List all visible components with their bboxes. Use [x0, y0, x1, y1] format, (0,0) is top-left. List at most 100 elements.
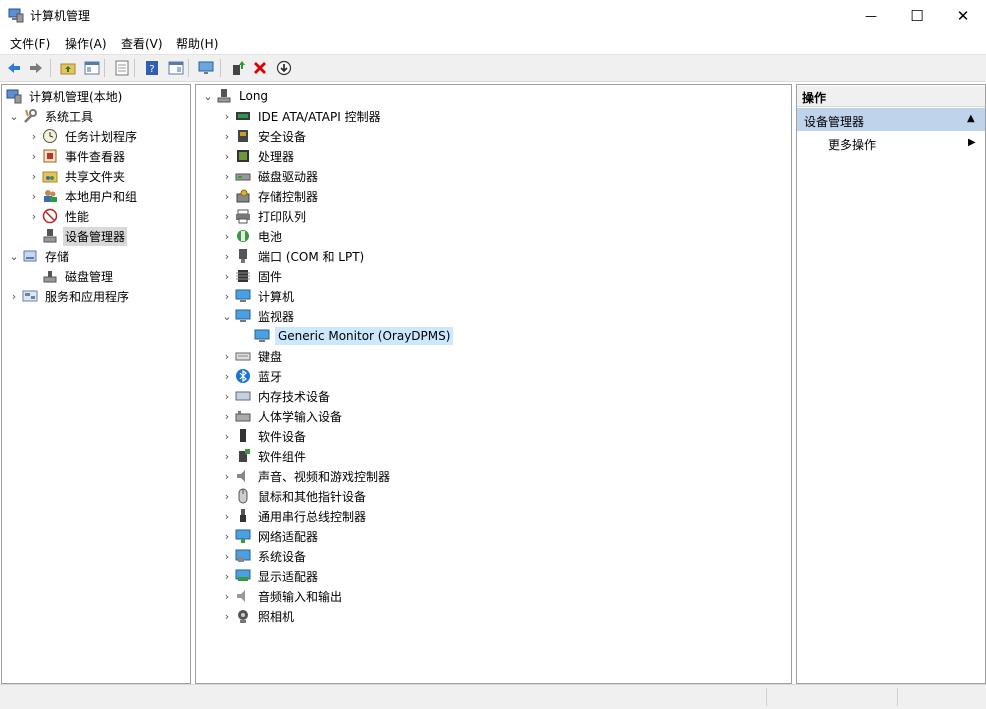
chevron-right-icon[interactable]: › — [224, 529, 230, 543]
chevron-right-icon[interactable]: › — [224, 549, 230, 563]
menu-view[interactable]: 查看(V) — [121, 37, 163, 51]
update-driver-button[interactable] — [228, 58, 248, 78]
chevron-right-icon[interactable]: › — [224, 609, 230, 623]
chevron-right-icon[interactable]: › — [224, 289, 230, 303]
device-category-row[interactable]: ›安全设备 — [219, 126, 308, 146]
menu-help[interactable]: 帮助(H) — [176, 37, 219, 51]
tree-item-system-tools[interactable]: ⌄ 系统工具 — [6, 106, 95, 126]
device-category-row[interactable]: ›处理器 — [219, 146, 296, 166]
device-category-row[interactable]: ›音频输入和输出 — [219, 586, 344, 606]
actions-section-device-manager[interactable]: 设备管理器 ▲ — [797, 108, 985, 131]
chevron-right-icon[interactable]: › — [31, 169, 37, 183]
submenu-arrow-icon[interactable]: ▶ — [968, 137, 976, 148]
up-level-button[interactable] — [58, 58, 78, 78]
tree-item-device-manager[interactable]: 设备管理器 — [26, 226, 128, 246]
chevron-right-icon[interactable]: › — [224, 209, 230, 223]
chevron-right-icon[interactable]: › — [224, 469, 230, 483]
uninstall-button[interactable] — [250, 58, 270, 78]
tree-item-local-users[interactable]: › 本地用户和组 — [26, 186, 139, 206]
chevron-right-icon[interactable]: › — [31, 149, 37, 163]
device-tree-root[interactable]: ⌄ Long — [200, 86, 270, 106]
close-button[interactable]: ✕ — [940, 0, 986, 31]
tree-item-performance[interactable]: › 性能 — [26, 206, 91, 226]
device-category-row[interactable]: ›系统设备 — [219, 546, 308, 566]
chevron-right-icon[interactable]: › — [224, 169, 230, 183]
chevron-right-icon[interactable]: › — [224, 509, 230, 523]
show-action-pane-button[interactable] — [166, 58, 186, 78]
minimize-button[interactable]: — — [848, 0, 894, 31]
chevron-right-icon[interactable]: › — [224, 449, 230, 463]
chevron-right-icon[interactable]: › — [224, 569, 230, 583]
device-category-row[interactable]: ›照相机 — [219, 606, 296, 626]
delete-x-icon — [254, 62, 266, 74]
tree-item-services-apps[interactable]: › 服务和应用程序 — [6, 286, 131, 306]
disk-drive-icon — [235, 168, 251, 184]
device-category-row[interactable]: ›电池 — [219, 226, 284, 246]
chevron-right-icon[interactable]: › — [224, 129, 230, 143]
device-category-row[interactable]: ›磁盘驱动器 — [219, 166, 320, 186]
device-category-row[interactable]: ›内存技术设备 — [219, 386, 332, 406]
device-category-row[interactable]: ›存储控制器 — [219, 186, 320, 206]
menu-file[interactable]: 文件(F) — [10, 37, 51, 51]
show-hide-tree-button[interactable] — [82, 58, 102, 78]
chevron-right-icon[interactable]: › — [224, 349, 230, 363]
device-category-row[interactable]: ›鼠标和其他指针设备 — [219, 486, 368, 506]
chevron-right-icon[interactable]: › — [224, 489, 230, 503]
device-category-row[interactable]: ›软件设备 — [219, 426, 308, 446]
device-category-row[interactable]: ›键盘 — [219, 346, 284, 366]
device-category-row[interactable]: ›显示适配器 — [219, 566, 320, 586]
chevron-right-icon[interactable]: › — [224, 429, 230, 443]
chevron-down-icon[interactable]: ⌄ — [9, 109, 19, 123]
tree-item-storage[interactable]: ⌄ 存储 — [6, 246, 71, 266]
tree-item-disk-management[interactable]: 磁盘管理 — [26, 266, 115, 286]
scan-hardware-button[interactable] — [196, 58, 216, 78]
device-category-row[interactable]: › 蓝牙 — [219, 366, 284, 386]
chevron-right-icon[interactable]: › — [31, 129, 37, 143]
tree-root-computer-management[interactable]: 计算机管理(本地) — [6, 86, 124, 106]
device-category-row[interactable]: ›网络适配器 — [219, 526, 320, 546]
chevron-down-icon[interactable]: ⌄ — [203, 89, 213, 103]
chevron-right-icon[interactable]: › — [11, 289, 17, 303]
chevron-right-icon[interactable]: › — [224, 249, 230, 263]
device-category-row[interactable]: ›IDE ATA/ATAPI 控制器 — [219, 106, 383, 126]
device-category-row[interactable]: ›打印队列 — [219, 206, 308, 226]
more-actions-item[interactable]: 更多操作 — [828, 136, 876, 153]
chevron-right-icon[interactable]: › — [224, 369, 230, 383]
chevron-down-icon[interactable]: ⌄ — [9, 249, 19, 263]
device-category-row[interactable]: ›人体学输入设备 — [219, 406, 344, 426]
device-category-row[interactable]: ›计算机 — [219, 286, 296, 306]
chevron-right-icon[interactable]: › — [224, 589, 230, 603]
forward-button[interactable] — [26, 58, 46, 78]
chevron-right-icon[interactable]: › — [224, 229, 230, 243]
device-category-row[interactable]: ›通用串行总线控制器 — [219, 506, 368, 526]
chevron-right-icon[interactable]: › — [224, 269, 230, 283]
tree-item-event-viewer[interactable]: › 事件查看器 — [26, 146, 127, 166]
device-category-row[interactable]: ⌄监视器 — [219, 306, 296, 326]
chevron-down-icon[interactable]: ⌄ — [222, 309, 232, 323]
properties-button[interactable] — [112, 58, 132, 78]
help-button[interactable]: ? — [142, 58, 162, 78]
device-category-row[interactable]: ›声音、视频和游戏控制器 — [219, 466, 392, 486]
window-title: 计算机管理 — [30, 9, 91, 23]
chevron-right-icon[interactable]: › — [31, 189, 37, 203]
device-category-row[interactable]: Generic Monitor (OrayDPMS) — [238, 326, 454, 346]
device-category-row[interactable]: ›软件组件 — [219, 446, 308, 466]
device-category-row[interactable]: ›端口 (COM 和 LPT) — [219, 246, 366, 266]
chevron-right-icon[interactable]: › — [224, 409, 230, 423]
chevron-right-icon[interactable]: › — [224, 389, 230, 403]
collapse-up-icon[interactable]: ▲ — [967, 113, 975, 124]
menu-action[interactable]: 操作(A) — [65, 37, 107, 51]
tools-icon — [22, 108, 38, 124]
device-category-row[interactable]: ›固件 — [219, 266, 284, 286]
back-button[interactable] — [4, 58, 24, 78]
chevron-right-icon[interactable]: › — [224, 189, 230, 203]
chevron-right-icon[interactable]: › — [224, 149, 230, 163]
tree-label: 共享文件夹 — [65, 169, 126, 184]
maximize-button[interactable]: ☐ — [894, 0, 940, 31]
chevron-right-icon[interactable]: › — [224, 109, 230, 123]
tree-item-task-scheduler[interactable]: › 任务计划程序 — [26, 126, 139, 146]
device-label: 蓝牙 — [258, 369, 283, 384]
disable-device-button[interactable] — [274, 58, 294, 78]
chevron-right-icon[interactable]: › — [31, 209, 37, 223]
tree-item-shared-folders[interactable]: › 共享文件夹 — [26, 166, 127, 186]
